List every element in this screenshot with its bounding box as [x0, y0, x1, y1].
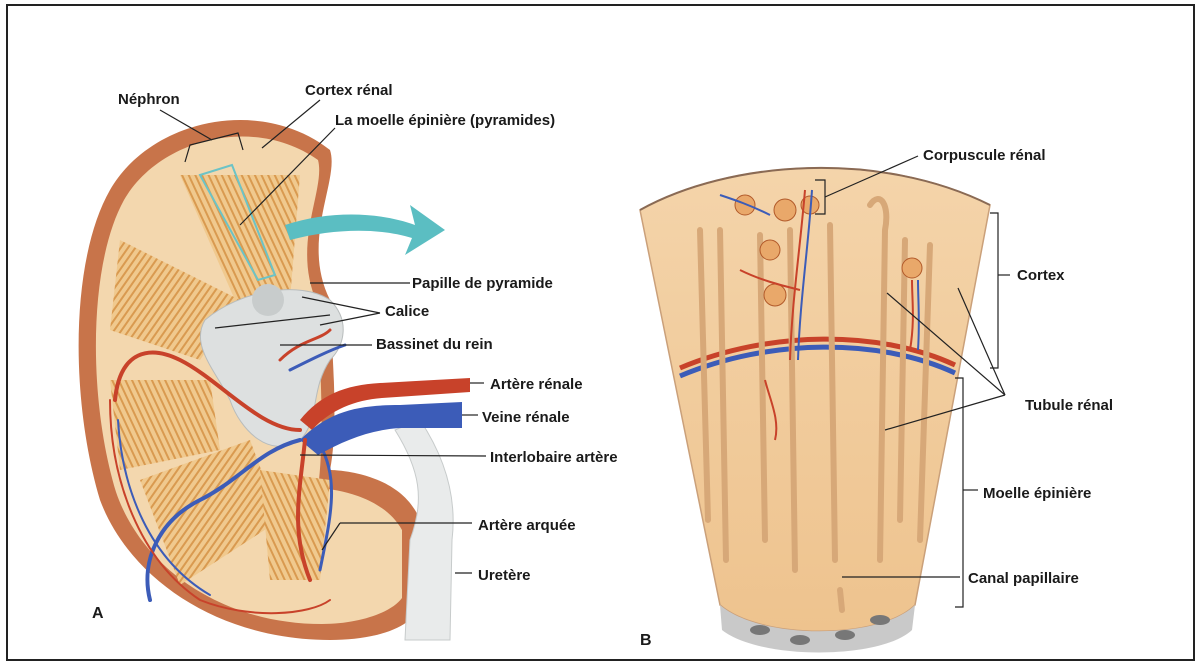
label-ureter: Uretère: [478, 567, 531, 584]
label-renal-artery: Artère rénale: [490, 376, 583, 393]
label-renal-vein: Veine rénale: [482, 409, 570, 426]
label-arcuate-artery: Artère arquée: [478, 517, 576, 534]
wedge: [640, 168, 990, 631]
duct-opening: [835, 630, 855, 640]
label-papilla: Papille de pyramide: [412, 275, 553, 292]
duct-opening: [870, 615, 890, 625]
label-calyx: Calice: [385, 303, 429, 320]
label-papillary-duct: Canal papillaire: [968, 570, 1079, 587]
label-corpuscle: Corpuscule rénal: [923, 147, 1046, 164]
label-tubule: Tubule rénal: [1025, 397, 1113, 414]
label-medulla-b: Moelle épinière: [983, 485, 1091, 502]
duct-opening: [750, 625, 770, 635]
pyramid: [260, 470, 330, 580]
panel-letter-a: A: [92, 605, 104, 622]
label-pelvis: Bassinet du rein: [376, 336, 493, 353]
label-cortex-renal: Cortex rénal: [305, 82, 393, 99]
label-nephron: Néphron: [118, 91, 180, 108]
nephron-wedge-illustration: [640, 168, 990, 653]
label-cortex: Cortex: [1017, 267, 1065, 284]
label-interlobar-artery: Interlobaire artère: [490, 449, 618, 466]
papilla: [252, 284, 284, 316]
duct-opening: [790, 635, 810, 645]
kidney-illustration: [79, 120, 470, 640]
panel-letter-b: B: [640, 632, 652, 649]
label-medulla: La moelle épinière (pyramides): [335, 112, 555, 129]
